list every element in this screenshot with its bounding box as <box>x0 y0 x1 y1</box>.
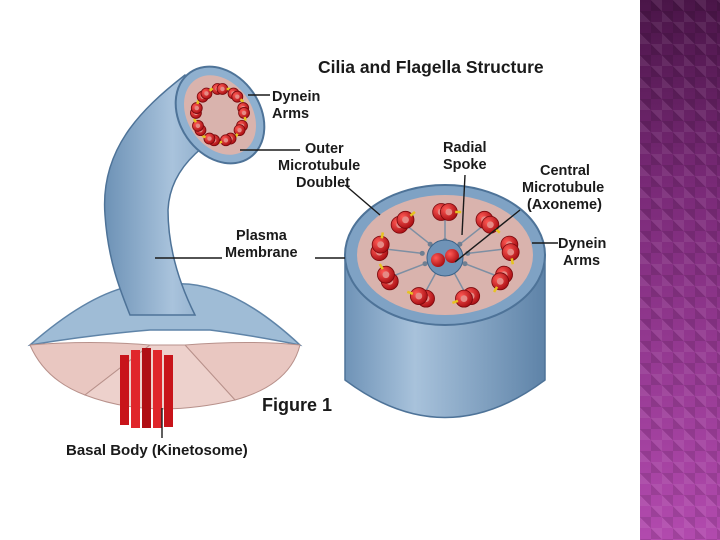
microtubule-doublet <box>233 119 248 138</box>
microtubule-doublet <box>432 203 462 244</box>
microtubule-doublet <box>190 99 203 119</box>
microtubule-doublet <box>450 267 481 308</box>
microtubule-doublet <box>227 87 245 103</box>
microtubule-doublet <box>462 261 513 293</box>
microtubule-doublet <box>217 132 237 147</box>
microtubule-doublet <box>192 118 207 137</box>
microtubule-doublet <box>390 210 433 247</box>
label-basal-body: Basal Body (Kinetosome) <box>66 442 248 459</box>
label-dynein-arms-top: Dynein Arms <box>272 89 324 122</box>
label-central-microtubule: Central Microtubule (Axoneme) <box>522 163 608 213</box>
microtubule-doublet <box>201 132 221 147</box>
label-dynein-arms-right: Dynein Arms <box>558 236 610 269</box>
tube-cross-section <box>190 83 250 147</box>
microtubule-doublet <box>457 210 501 247</box>
label-radial-spoke: Radial Spoke <box>443 140 491 173</box>
cross-section-cylinder <box>344 184 546 419</box>
microtubule-doublet <box>237 102 250 121</box>
figure-caption: Figure 1 <box>262 395 332 415</box>
microtubule-doublet <box>211 83 231 95</box>
central-microtubule-right <box>445 249 459 263</box>
microtubule-doublet <box>370 232 425 262</box>
microtubule-doublet <box>465 235 520 265</box>
central-microtubule-left <box>431 253 445 267</box>
label-plasma-membrane: Plasma Membrane <box>225 228 298 261</box>
cilia-flagella-diagram: Cilia and Flagella Structure Dynein Arms… <box>27 57 610 459</box>
cilium-tube <box>103 65 266 316</box>
decorative-side-band <box>640 0 720 540</box>
diagram-title: Cilia and Flagella Structure <box>318 57 544 77</box>
label-outer-microtubule-doublet: Outer Microtubule Doublet <box>278 141 364 191</box>
microtubule-doublet <box>196 87 214 103</box>
microtubule-doublet <box>377 261 428 291</box>
leader-lines <box>155 94 558 438</box>
basal-body-rods <box>120 348 173 428</box>
